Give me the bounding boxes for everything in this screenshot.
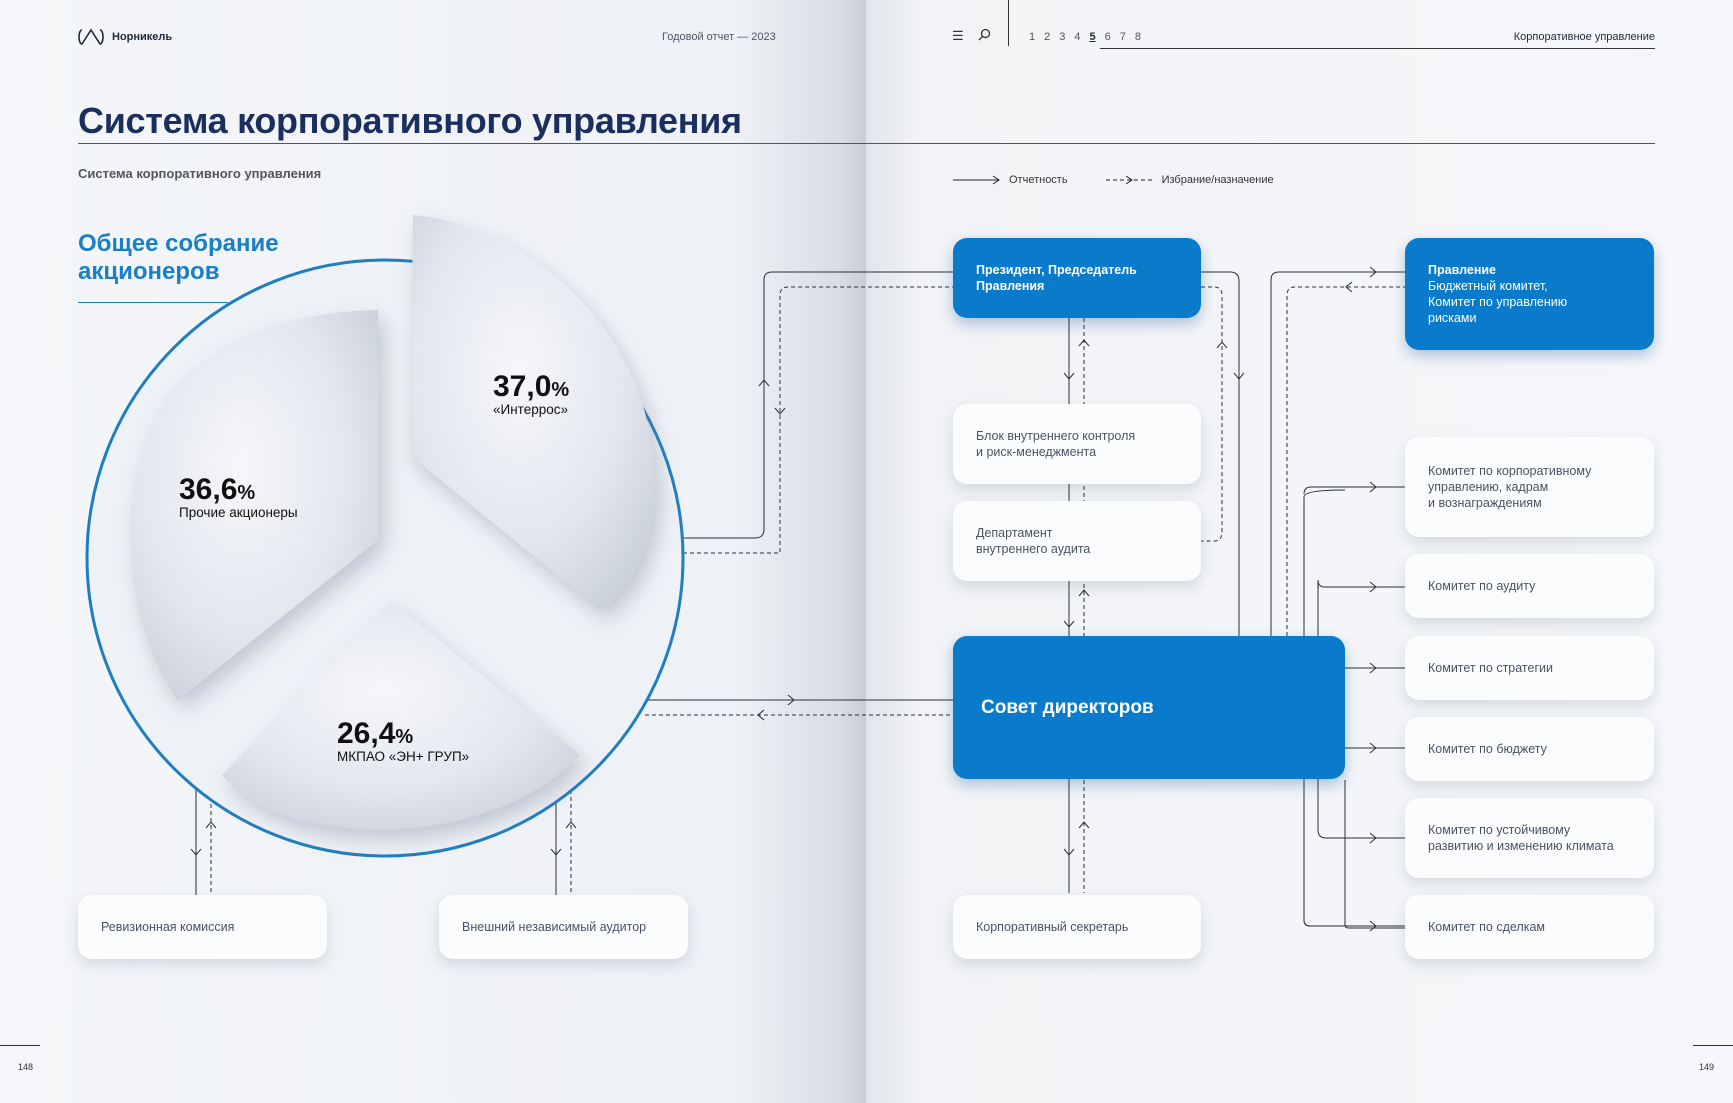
meeting-title-line2: акционеров bbox=[78, 258, 220, 285]
header-separator bbox=[1008, 0, 1009, 46]
pie-name: Прочие акционеры bbox=[179, 505, 298, 520]
box-label-line1: Департамент bbox=[976, 526, 1053, 540]
toolbar-icons: ☰ bbox=[952, 28, 991, 44]
committee-corporate-box[interactable]: Комитет по корпоративному управлению, кад… bbox=[1405, 437, 1654, 537]
page-navigation: 1 2 3 4 5 6 7 8 bbox=[1029, 31, 1141, 43]
section-title[interactable]: Корпоративное управление bbox=[1513, 31, 1655, 43]
pie-slice-interros bbox=[410, 215, 655, 610]
internal-control-box[interactable]: Блок внутреннего контроля и риск-менеджме… bbox=[953, 404, 1201, 484]
pie-label-other: 36,6% Прочие акционеры bbox=[179, 473, 298, 520]
president-title-line1: Президент, Председатель bbox=[976, 263, 1137, 277]
menu-icon[interactable]: ☰ bbox=[952, 28, 964, 43]
committee-budget-box[interactable]: Комитет по бюджету bbox=[1405, 717, 1654, 781]
management-board-line3: рисками bbox=[1428, 311, 1477, 325]
page-link-5-active[interactable]: 5 bbox=[1089, 31, 1096, 43]
pie-value: 37,0 bbox=[493, 370, 552, 403]
page-number-left: 148 bbox=[18, 1062, 34, 1072]
solid-arrow-icon bbox=[953, 175, 1000, 185]
legend-election-label: Избрание/назначение bbox=[1161, 174, 1274, 186]
legend-reporting: Отчетность bbox=[953, 174, 1068, 186]
pie-label-enplus: 26,4% МКПАО «ЭН+ ГРУП» bbox=[337, 717, 469, 764]
report-title: Годовой отчет — 2023 bbox=[662, 31, 776, 43]
pie-slices bbox=[130, 215, 655, 830]
box-label-line2: внутреннего аудита bbox=[976, 542, 1091, 556]
page-link-6[interactable]: 6 bbox=[1104, 31, 1111, 43]
pie-name: МКПАО «ЭН+ ГРУП» bbox=[337, 749, 470, 764]
committee-deals-box[interactable]: Комитет по сделкам bbox=[1405, 895, 1654, 959]
search-icon[interactable] bbox=[978, 28, 991, 41]
page-link-8[interactable]: 8 bbox=[1134, 31, 1141, 43]
box-label-line2: и риск-менеджмента bbox=[976, 445, 1097, 459]
box-label-line1: Блок внутреннего контроля bbox=[976, 429, 1136, 443]
box-label: Комитет по сделкам bbox=[1428, 920, 1545, 934]
pie-label-interros: 37,0% «Интеррос» bbox=[493, 370, 569, 417]
internal-audit-box[interactable]: Департамент внутреннего аудита bbox=[953, 501, 1201, 581]
brand-name: Норникель bbox=[112, 31, 173, 43]
box-label: Ревизионная комиссия bbox=[101, 920, 235, 934]
external-auditor-box[interactable]: Внешний независимый аудитор bbox=[439, 895, 688, 959]
pie-unit: % bbox=[395, 726, 414, 748]
committee-strategy-box[interactable]: Комитет по стратегии bbox=[1405, 636, 1654, 700]
pie-slice-enplus bbox=[222, 600, 580, 830]
pie-unit: % bbox=[551, 379, 570, 401]
page-number-right: 149 bbox=[1699, 1062, 1715, 1072]
management-board-box[interactable]: Правление Бюджетный комитет, Комитет по … bbox=[1405, 238, 1654, 350]
legend-election: Избрание/назначение bbox=[1105, 174, 1274, 186]
box-label-line2: развитию и изменению климата bbox=[1428, 839, 1614, 853]
nornickel-logo-icon bbox=[78, 28, 104, 45]
revision-commission-box[interactable]: Ревизионная комиссия bbox=[78, 895, 327, 959]
pie-value: 26,4 bbox=[337, 717, 396, 750]
box-label-line1: Комитет по устойчивому bbox=[1428, 823, 1571, 837]
board-of-directors-box[interactable]: Совет директоров bbox=[953, 636, 1345, 779]
page-title: Система корпоративного управления bbox=[78, 100, 742, 141]
committee-climate-box[interactable]: Комитет по устойчивому развитию и изменен… bbox=[1405, 798, 1654, 878]
pie-unit: % bbox=[237, 482, 256, 504]
pie-slice-other bbox=[130, 310, 378, 700]
pie-value: 36,6 bbox=[179, 473, 238, 506]
page-link-3[interactable]: 3 bbox=[1059, 31, 1066, 43]
corporate-secretary-box[interactable]: Корпоративный секретарь bbox=[953, 895, 1201, 959]
committee-audit-box[interactable]: Комитет по аудиту bbox=[1405, 554, 1654, 618]
management-board-line2: Комитет по управлению bbox=[1428, 295, 1568, 309]
box-label: Комитет по стратегии bbox=[1428, 661, 1553, 675]
shareholders-meeting-title: Общее собрание акционеров bbox=[78, 230, 279, 286]
management-board-line1: Бюджетный комитет, bbox=[1428, 279, 1548, 293]
page-link-7[interactable]: 7 bbox=[1119, 31, 1126, 43]
box-label: Внешний независимый аудитор bbox=[462, 920, 647, 934]
meeting-title-line1: Общее собрание bbox=[78, 230, 279, 257]
box-label: Комитет по бюджету bbox=[1428, 742, 1547, 756]
page-link-4[interactable]: 4 bbox=[1074, 31, 1081, 43]
box-label: Корпоративный секретарь bbox=[976, 920, 1129, 934]
page-link-2[interactable]: 2 bbox=[1044, 31, 1051, 43]
page-link-1[interactable]: 1 bbox=[1029, 31, 1036, 43]
brand-logo[interactable]: Норникель bbox=[78, 28, 172, 46]
box-label-line3: и вознаграждениям bbox=[1428, 496, 1542, 510]
legend: Отчетность Избрание/назначение bbox=[953, 174, 1274, 186]
diagram-subtitle: Система корпоративного управления bbox=[78, 166, 322, 181]
footer-line-left bbox=[0, 1045, 40, 1046]
president-title-line2: Правления bbox=[976, 279, 1045, 293]
dashed-arrow-icon bbox=[1105, 175, 1152, 185]
legend-reporting-label: Отчетность bbox=[1009, 174, 1068, 186]
meeting-underline bbox=[78, 302, 228, 303]
page-nav-underline bbox=[1100, 48, 1655, 49]
management-board-title: Правление bbox=[1428, 263, 1497, 277]
board-of-directors-label: Совет директоров bbox=[981, 696, 1154, 718]
title-divider bbox=[78, 143, 1655, 144]
box-label: Комитет по аудиту bbox=[1428, 579, 1536, 593]
box-label-line1: Комитет по корпоративному bbox=[1428, 464, 1592, 478]
box-label-line2: управлению, кадрам bbox=[1428, 480, 1549, 494]
pie-name: «Интеррос» bbox=[493, 402, 568, 417]
footer-line-right bbox=[1693, 1045, 1733, 1046]
